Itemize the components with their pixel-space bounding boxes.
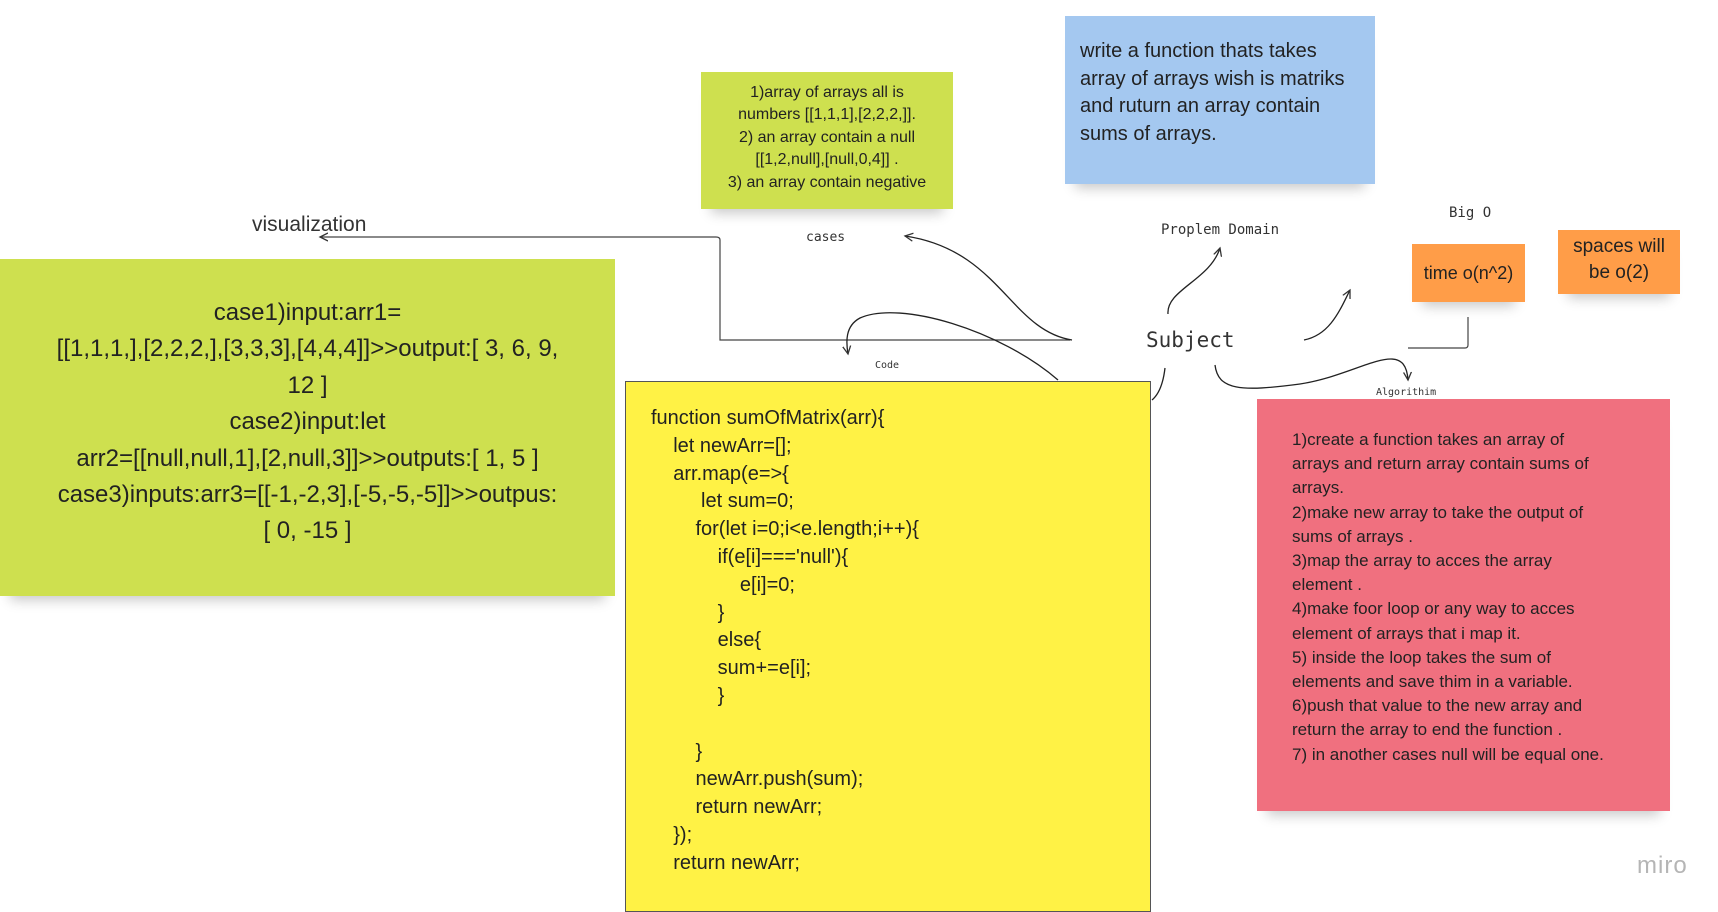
link-time-algorithm <box>1408 317 1469 349</box>
algorithm-line: elements and save thim in a variable. <box>1292 672 1573 692</box>
code-line: arr.map(e=>{ <box>651 462 789 485</box>
algorithm-line: return the array to end the function . <box>1292 720 1563 740</box>
cases-line: 2) an array contain a null <box>738 128 916 146</box>
visualization-note[interactable]: case1)input:arr1= [[1,1,1,],[2,2,2,],[3,… <box>0 259 615 596</box>
algorithm-line: element . <box>1292 575 1362 595</box>
subject-label: Subject <box>1146 328 1235 352</box>
code-line: } <box>651 740 703 763</box>
space-note[interactable]: spaces will be o(2) <box>1558 230 1680 294</box>
link-subject-bigo <box>1303 290 1350 341</box>
algorithm-line: 7) in another cases null will be equal o… <box>1292 744 1604 764</box>
algorithm-line: sums of arrays . <box>1292 526 1413 546</box>
visualization-line: case2)input:let <box>229 408 386 436</box>
code-line: newArr.push(sum); <box>651 768 864 791</box>
problem-note[interactable]: write a function thats takes array of ar… <box>1065 16 1375 184</box>
code-line: sum+=e[i]; <box>651 657 812 680</box>
code-label: Code <box>875 360 900 371</box>
visualization-line: [ 0, -15 ] <box>263 517 352 545</box>
cases-line: 3) an array contain negative <box>727 173 927 191</box>
problem-domain-label: Proplem Domain <box>1161 222 1280 238</box>
space-text: spaces will be o(2) <box>1573 236 1665 283</box>
algorithm-line: 2)make new array to take the output of <box>1292 502 1584 522</box>
cases-label: cases <box>806 230 846 245</box>
cases-line: numbers [[1,1,1],[2,2,2,]]. <box>738 106 916 124</box>
code-line: e[i]=0; <box>651 573 795 596</box>
code-line: let sum=0; <box>651 490 794 513</box>
code-line: function sumOfMatrix(arr){ <box>651 407 885 429</box>
code-line: return newArr; <box>651 851 800 874</box>
miro-logo: miro <box>1637 852 1688 879</box>
algorithm-line: arrays. <box>1292 478 1344 498</box>
visualization-label: visualization <box>252 213 367 236</box>
algorithm-line: element of arrays that i map it. <box>1292 623 1521 643</box>
code-line: else{ <box>651 629 762 652</box>
time-note[interactable]: time o(n^2) <box>1412 244 1525 302</box>
code-line: } <box>651 684 725 707</box>
problem-text: write a function thats takes array of ar… <box>1080 40 1345 145</box>
code-line: }); <box>651 823 693 846</box>
code-note[interactable]: function sumOfMatrix(arr){ let newArr=[]… <box>625 381 1151 912</box>
link-subject-cases <box>905 236 1073 341</box>
visualization-line: case3)inputs:arr3=[[-1,-2,3],[-5,-5,-5]]… <box>57 481 558 509</box>
link-subject-algorithm <box>1214 358 1408 389</box>
code-line <box>651 711 1150 739</box>
code-line: for(let i=0;i<e.length;i++){ <box>651 518 919 541</box>
link-subject-code-note <box>1151 367 1166 401</box>
visualization-line: 12 ] <box>287 371 328 399</box>
visualization-line: [[1,1,1,],[2,2,2,],[3,3,3],[4,4,4]]>>out… <box>56 335 559 363</box>
link-subject-visualization <box>320 237 1070 341</box>
cases-line: 1)array of arrays all is <box>750 84 904 101</box>
code-line: if(e[i]==='null'){ <box>651 545 849 568</box>
algorithm-line: 3)map the array to acces the array <box>1292 551 1552 571</box>
algorithm-label: Algorithim <box>1376 387 1437 398</box>
code-line: return newArr; <box>651 796 823 819</box>
code-line: } <box>651 601 725 624</box>
code-line: let newArr=[]; <box>651 434 792 457</box>
visualization-line: arr2=[[null,null,1],[2,null,3]]>>outputs… <box>76 444 539 472</box>
algorithm-line: 4)make foor loop or any way to acces <box>1292 599 1575 619</box>
algorithm-line: 6)push that value to the new array and <box>1292 696 1583 716</box>
cases-note[interactable]: 1)array of arrays all is numbers [[1,1,1… <box>701 72 953 209</box>
link-subject-code <box>847 312 1059 381</box>
algorithm-note[interactable]: 1)create a function takes an array of ar… <box>1257 399 1670 811</box>
algorithm-line: 1)create a function takes an array of <box>1292 430 1565 449</box>
link-subject-problem <box>1167 248 1220 315</box>
algorithm-line: 5) inside the loop takes the sum of <box>1292 647 1551 667</box>
big-o-label: Big O <box>1449 205 1492 221</box>
algorithm-line: arrays and return array contain sums of <box>1292 454 1589 474</box>
visualization-line: case1)input:arr1= <box>213 299 402 326</box>
time-text: time o(n^2) <box>1423 262 1514 283</box>
cases-line: [[1,2,null],[null,0,4]] . <box>755 151 899 169</box>
